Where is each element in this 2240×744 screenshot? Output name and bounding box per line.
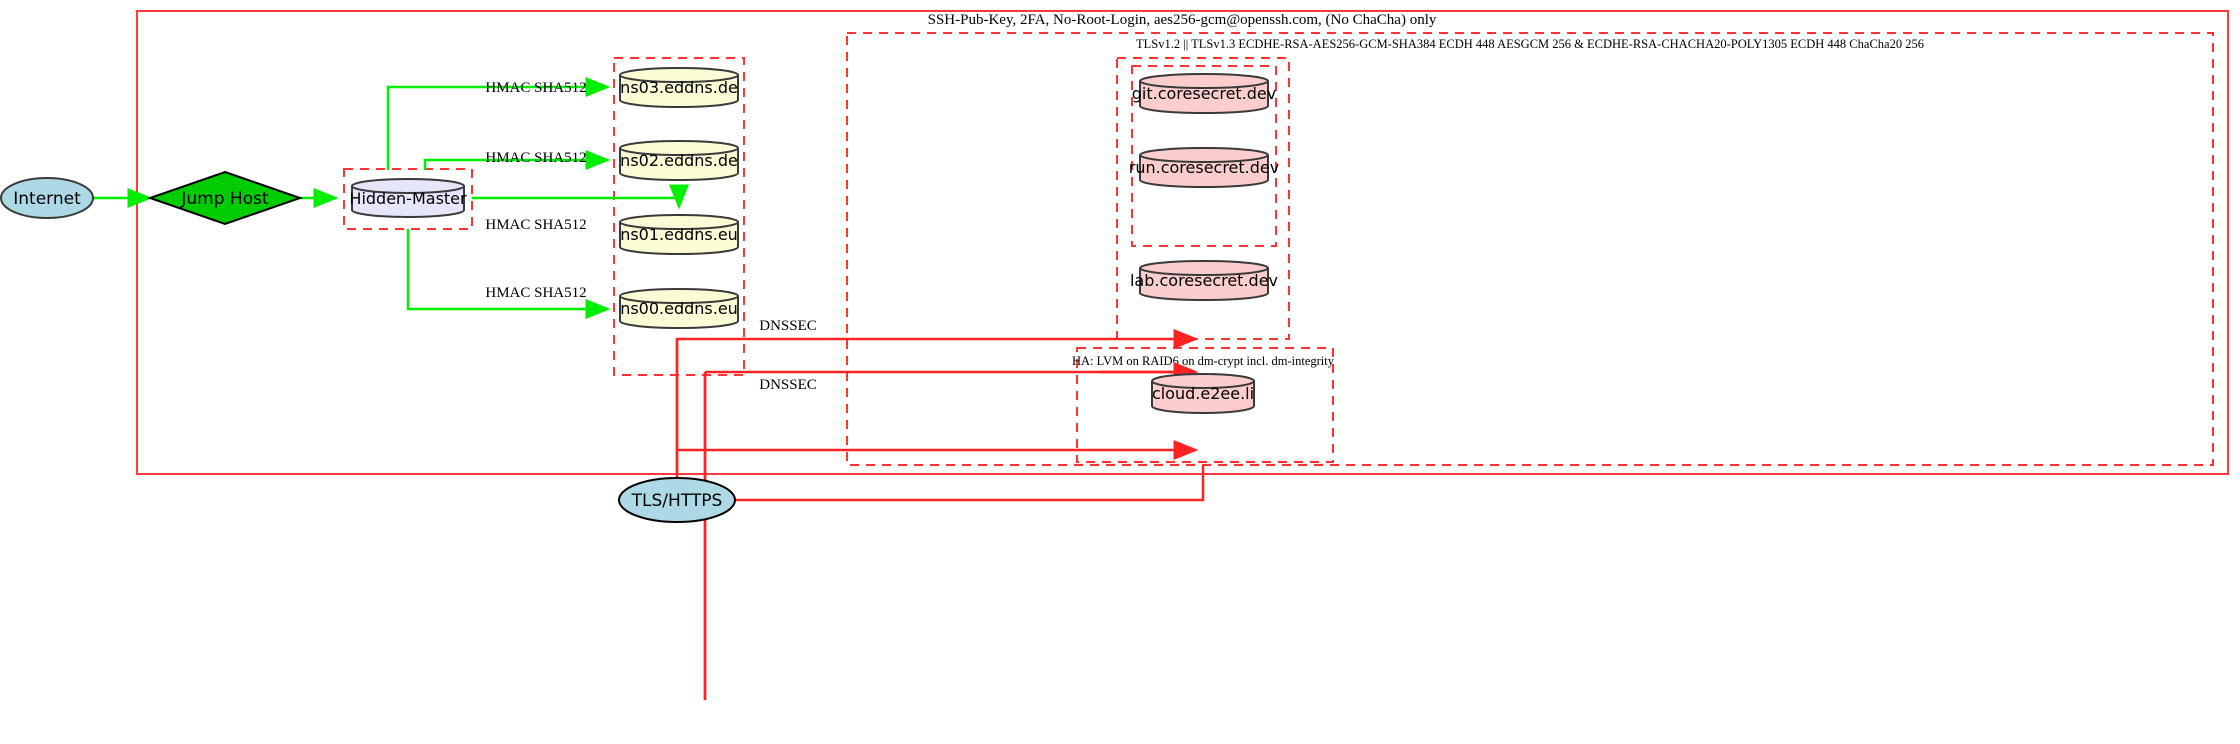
ha-storage-note: HA: LVM on RAID6 on dm-crypt incl. dm-in… bbox=[1072, 354, 1335, 368]
node-ns00[interactable]: ns00.eddns.eu bbox=[619, 288, 739, 329]
edge-dnssec-lower bbox=[703, 370, 1196, 700]
edge-tlshttps-right bbox=[735, 466, 1205, 502]
node-ns02[interactable]: ns02.eddns.de bbox=[619, 140, 739, 181]
cluster-nameservers bbox=[613, 57, 745, 376]
node-run-coresecret[interactable]: run.coresecret.dev bbox=[1129, 147, 1279, 188]
ssh-policy-note: SSH-Pub-Key, 2FA, No-Root-Login, aes256-… bbox=[928, 12, 1437, 28]
node-tls-https-label: TLS/HTTPS bbox=[631, 491, 723, 511]
node-run-coresecret-label: run.coresecret.dev bbox=[1129, 158, 1279, 177]
node-ns01[interactable]: ns01.eddns.eu bbox=[619, 214, 739, 255]
node-cloud-e2ee[interactable]: cloud.e2ee.li bbox=[1151, 373, 1255, 414]
outer-security-boundary bbox=[136, 10, 2229, 475]
node-ns03[interactable]: ns03.eddns.de bbox=[619, 67, 739, 108]
node-internet-label: Internet bbox=[13, 189, 81, 209]
node-ns01-label: ns01.eddns.eu bbox=[620, 225, 738, 244]
edge-hiddenmaster-ns03 bbox=[386, 77, 611, 170]
node-jump-host-label: Jump Host bbox=[180, 189, 269, 209]
node-lab-coresecret[interactable]: lab.coresecret.dev bbox=[1130, 260, 1278, 301]
edge-label-dnssec-lower: DNSSEC bbox=[759, 377, 817, 393]
edge-label-dnssec-upper: DNSSEC bbox=[759, 318, 817, 334]
edge-label-hmac-ns02: HMAC SHA512 bbox=[485, 150, 586, 166]
edge-label-hmac-ns01: HMAC SHA512 bbox=[485, 217, 586, 233]
tls-policy-note: TLSv1.2 || TLSv1.3 ECDHE-RSA-AES256-GCM-… bbox=[1136, 37, 1924, 51]
node-cloud-e2ee-label: cloud.e2ee.li bbox=[1152, 384, 1254, 403]
edge-hiddenmaster-ns02 bbox=[423, 150, 611, 170]
cluster-coresecret-inner bbox=[1131, 65, 1277, 247]
node-git-coresecret[interactable]: git.coresecret.dev bbox=[1132, 73, 1277, 114]
edge-label-hmac-ns00: HMAC SHA512 bbox=[485, 285, 586, 301]
node-hidden-master-label: Hidden-Master bbox=[349, 189, 467, 208]
node-ns02-label: ns02.eddns.de bbox=[620, 151, 738, 170]
cluster-hidden-master bbox=[343, 168, 473, 230]
edge-label-hmac-ns03: HMAC SHA512 bbox=[485, 80, 586, 96]
node-git-coresecret-label: git.coresecret.dev bbox=[1132, 84, 1277, 103]
node-lab-coresecret-label: lab.coresecret.dev bbox=[1130, 271, 1278, 290]
node-ns03-label: ns03.eddns.de bbox=[620, 78, 738, 97]
cluster-tls-services bbox=[846, 32, 2214, 466]
edge-hiddenmaster-ns01 bbox=[472, 184, 689, 210]
cluster-coresecret-outer bbox=[1116, 57, 1290, 340]
cluster-ha-storage bbox=[1076, 347, 1334, 463]
node-internet[interactable]: Internet bbox=[0, 177, 94, 219]
edge-hiddenmaster-ns00 bbox=[406, 229, 611, 319]
node-hidden-master[interactable]: Hidden-Master bbox=[349, 178, 467, 218]
node-tls-https[interactable]: TLS/HTTPS bbox=[618, 477, 736, 523]
node-jump-host[interactable]: Jump Host bbox=[146, 170, 304, 226]
node-ns00-label: ns00.eddns.eu bbox=[620, 299, 738, 318]
